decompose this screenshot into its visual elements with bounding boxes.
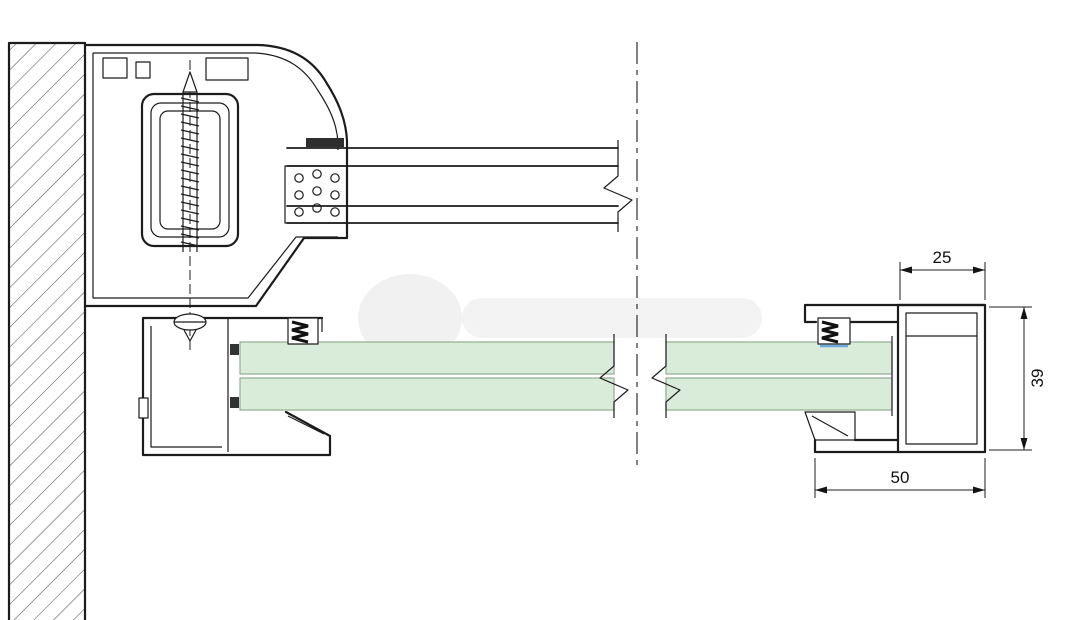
dim-arrow-top <box>1020 307 1028 319</box>
frame-inner-wall <box>92 53 338 299</box>
wall-section <box>7 41 87 620</box>
glass-pane-top-right <box>665 341 893 375</box>
screw-tip <box>182 71 198 93</box>
head-frame-profile <box>83 43 349 308</box>
panel-break-symbol <box>603 140 633 232</box>
sandwich-panel <box>284 140 633 232</box>
dimension-top-label: 25 <box>933 248 952 267</box>
screw-head-detail <box>174 321 206 342</box>
dimension-side-height: 39 <box>989 306 1047 451</box>
frame-gasket <box>306 138 344 147</box>
panel-adapter-chamber <box>284 165 348 224</box>
glass-pane-bottom-right <box>665 377 893 411</box>
clamp-box-outer <box>896 303 987 454</box>
screw-shaft <box>182 92 198 252</box>
glass-break-left <box>599 334 629 418</box>
wall-outline <box>7 41 87 620</box>
dimension-top-lines <box>899 262 986 300</box>
glass-unit <box>239 334 893 418</box>
glass-gasket-top-left <box>230 344 239 355</box>
dim-arrow-left2 <box>815 486 827 494</box>
dimension-top-width: 25 <box>899 248 986 300</box>
dimension-bottom-width: 50 <box>814 458 986 498</box>
glass-pane-bottom-left <box>239 377 615 411</box>
frame-outer-contour <box>83 43 349 308</box>
panel-skins <box>286 147 619 224</box>
wall-hatch-fill <box>9 43 85 620</box>
glass-break-right <box>651 334 681 418</box>
bead-notch <box>138 397 149 419</box>
adapter-holes <box>294 169 340 217</box>
screw-boss-inner <box>159 110 221 230</box>
right-clamp-profile <box>803 303 987 454</box>
dim-arrow-right <box>973 266 985 274</box>
dimension-side-label: 39 <box>1028 369 1047 388</box>
fixing-screw <box>173 60 207 350</box>
dimension-side-lines <box>989 306 1032 451</box>
frame-groove-1 <box>102 57 128 79</box>
clamp-box-inner <box>905 312 978 445</box>
bottom-support-block <box>804 411 856 441</box>
screw-threads <box>180 97 200 247</box>
dim-arrow-bottom <box>1020 438 1028 450</box>
frame-groove-3 <box>135 61 151 79</box>
frame-inner-nose <box>93 52 339 150</box>
glass-pane-top-left <box>239 341 615 375</box>
dimension-bottom-label: 50 <box>891 468 910 487</box>
left-glazing-bead <box>138 316 332 457</box>
frame-groove-2 <box>205 57 249 81</box>
clamp-top-flange <box>803 303 987 324</box>
dim-arrow-right2 <box>973 486 985 494</box>
bead-inner-lines <box>150 318 325 452</box>
bottom-foot <box>813 438 900 454</box>
dim-arrow-left <box>900 266 912 274</box>
spring-clip-right-teeth <box>821 320 839 344</box>
watermark <box>358 274 762 362</box>
spring-clip-left-teeth <box>291 320 309 344</box>
dimension-bottom-lines <box>814 458 986 498</box>
glass-gasket-bottom-left <box>230 397 239 408</box>
